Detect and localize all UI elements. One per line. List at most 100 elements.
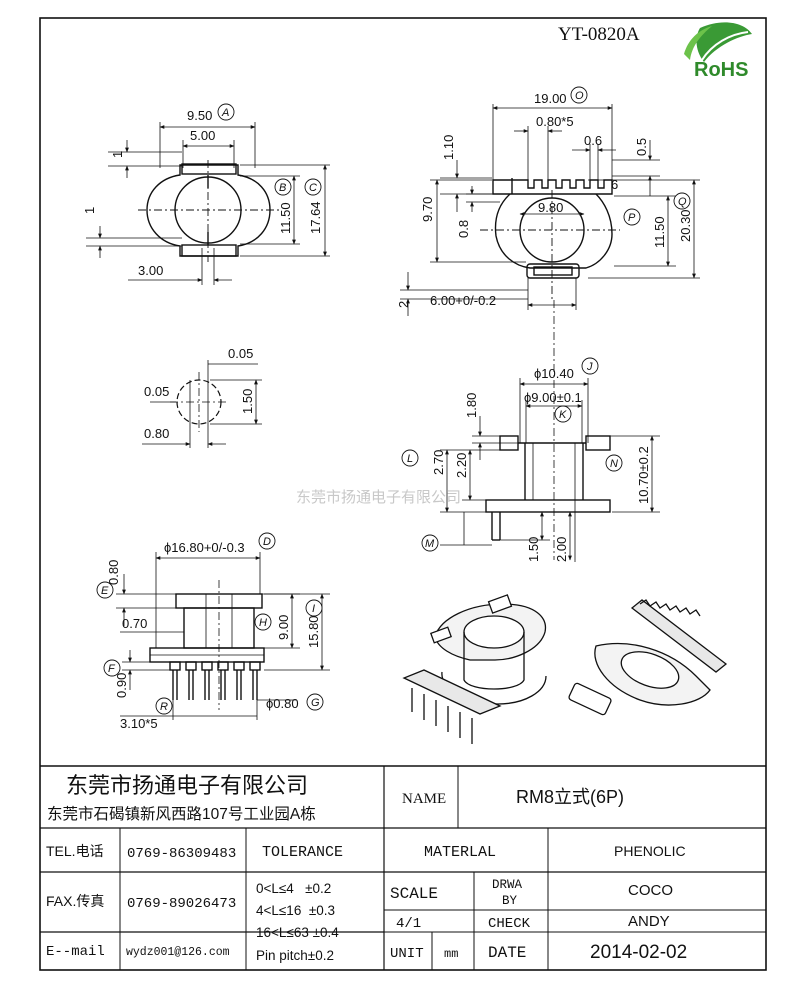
dim-0-90: 0.90 — [114, 673, 129, 698]
dims-side-right — [440, 378, 660, 562]
tel-label: TEL.电话 — [46, 843, 104, 859]
dim-phi9-00: ϕ9.00±0.1 — [524, 390, 582, 405]
email-value: wydz001@126.com — [126, 946, 230, 959]
dim-9-50: 9.50 — [187, 108, 212, 123]
sheet-border — [39, 17, 767, 971]
iso-view-bobbin — [402, 594, 547, 744]
date-value: 2014-02-02 — [590, 942, 687, 963]
tel-value: 0769-86309483 — [127, 846, 236, 862]
marker-O: O — [575, 90, 584, 102]
watermark: 东莞市扬通电子有限公司 — [296, 489, 461, 506]
dim-labels-side-right: ϕ10.40 ϕ9.00±0.1 1.80 2.70 2.20 10.70±0.… — [431, 366, 651, 562]
marker-M: M — [425, 538, 435, 550]
dim-labels-top-right: 19.00 0.80*5 0.6 0.5 1.10 6 9.70 9.80 0.… — [396, 91, 693, 308]
marker-J: J — [586, 361, 593, 373]
dim-labels-front-left: ϕ16.80+0/-0.3 0.80 0.70 9.00 15.80 0.90 … — [106, 540, 321, 731]
dim-3-10x5: 3.10*5 — [120, 716, 158, 731]
tolerance-row-4: Pin pitch±0.2 — [256, 948, 334, 963]
check-value: ANDY — [628, 913, 670, 930]
dim-3-00: 3.00 — [138, 263, 163, 278]
dim-phi0-80: ϕ0.80 — [266, 696, 299, 711]
scale-label: SCALE — [390, 885, 438, 903]
dim-0-05-a: 0.05 — [228, 346, 253, 361]
dim-20-30: 20.30 — [678, 209, 693, 242]
view-top-right — [480, 178, 620, 300]
marker-K: K — [559, 409, 567, 421]
fax-label: FAX.传真 — [46, 893, 104, 909]
dim-11-50-b: 11.50 — [652, 216, 667, 248]
dim-0-5: 0.5 — [634, 138, 649, 156]
dim-5-00: 5.00 — [190, 128, 215, 143]
part-number: YT-0820A — [558, 24, 640, 45]
dim-11-50-a: 11.50 — [278, 202, 293, 234]
view-pin-detail — [170, 372, 228, 432]
date-label: DATE — [488, 944, 526, 962]
view-front-left — [149, 580, 265, 710]
dim-0-80x5: 0.80*5 — [536, 114, 574, 129]
marker-L: L — [407, 453, 413, 465]
check-label: CHECK — [488, 916, 531, 932]
dim-1-a: 1 — [110, 151, 125, 158]
dim-phi10-40: ϕ10.40 — [534, 366, 574, 381]
dim-17-64: 17.64 — [308, 201, 323, 234]
tolerance-label: TOLERANCE — [262, 844, 343, 861]
dim-9-70: 9.70 — [420, 197, 435, 222]
unit-value: mm — [444, 947, 458, 961]
dim-1-80: 1.80 — [464, 393, 479, 418]
marker-H: H — [259, 617, 267, 629]
name-label: NAME — [402, 791, 446, 807]
dim-labels-pin-detail: 0.05 0.05 1.50 0.80 — [144, 346, 255, 441]
dim-9-00: 9.00 — [276, 615, 291, 640]
marker-A: A — [221, 107, 229, 119]
marker-E: E — [101, 585, 109, 597]
scale-value: 4/1 — [396, 916, 421, 932]
dims-front-left — [116, 552, 330, 720]
marker-Q: Q — [678, 196, 687, 208]
rohs-text: RoHS — [694, 59, 748, 81]
dim-15-80: 15.80 — [306, 615, 321, 648]
dim-0-70: 0.70 — [122, 616, 147, 631]
dim-1-50-b: 1.50 — [526, 537, 541, 562]
tolerance-row-3: 16<L≤63 ±0.4 — [256, 925, 339, 940]
marker-R: R — [160, 701, 168, 713]
fax-value: 0769-89026473 — [127, 896, 236, 912]
dims-top-left — [86, 122, 330, 285]
dim-labels-top-left: 9.50 5.00 1 1 11.50 17.64 3.00 — [82, 108, 323, 278]
marker-N: N — [610, 458, 618, 470]
material-value: PHENOLIC — [614, 843, 686, 859]
rohs-logo: RoHS — [684, 22, 752, 81]
dim-2-00: 2.00 — [554, 537, 569, 562]
dim-0-6: 0.6 — [584, 133, 602, 148]
dim-1-50: 1.50 — [240, 389, 255, 414]
dims-top-right — [400, 104, 700, 316]
dim-9-80: 9.80 — [538, 200, 563, 215]
dim-2: 2 — [396, 301, 411, 308]
dim-0-05-b: 0.05 — [144, 384, 169, 399]
iso-view-bobbin-back — [568, 599, 728, 716]
dim-1-10: 1.10 — [441, 135, 456, 160]
marker-G: G — [311, 697, 320, 709]
drwa-value: COCO — [628, 882, 673, 899]
dim-phi16-80: ϕ16.80+0/-0.3 — [164, 540, 245, 555]
dim-19-00: 19.00 — [534, 91, 567, 106]
marker-D: D — [263, 536, 271, 548]
dim-0-80-b: 0.80 — [106, 560, 121, 585]
marker-P: P — [628, 212, 636, 224]
dim-0-80-a: 0.80 — [144, 426, 169, 441]
tolerance-row-1: 0<L≤4 ±0.2 — [256, 881, 331, 896]
dim-10-70: 10.70±0.2 — [636, 446, 651, 504]
tolerance-row-2: 4<L≤16 ±0.3 — [256, 903, 335, 918]
marker-C: C — [309, 182, 317, 194]
drwa-label-line1: DRWA — [492, 878, 523, 892]
dim-2-70: 2.70 — [431, 450, 446, 475]
dims-pin-detail — [142, 360, 262, 448]
dim-1-b: 1 — [82, 207, 97, 214]
dim-0-8: 0.8 — [456, 220, 471, 238]
unit-label: UNIT — [390, 946, 424, 962]
view-top-left — [138, 160, 280, 262]
dim-6-00: 6.00+0/-0.2 — [430, 293, 496, 308]
title-block — [40, 765, 766, 970]
drwa-label-line2: BY — [502, 894, 518, 908]
company-address: 东莞市石碣镇新风西路107号工业园A栋 — [47, 805, 316, 823]
